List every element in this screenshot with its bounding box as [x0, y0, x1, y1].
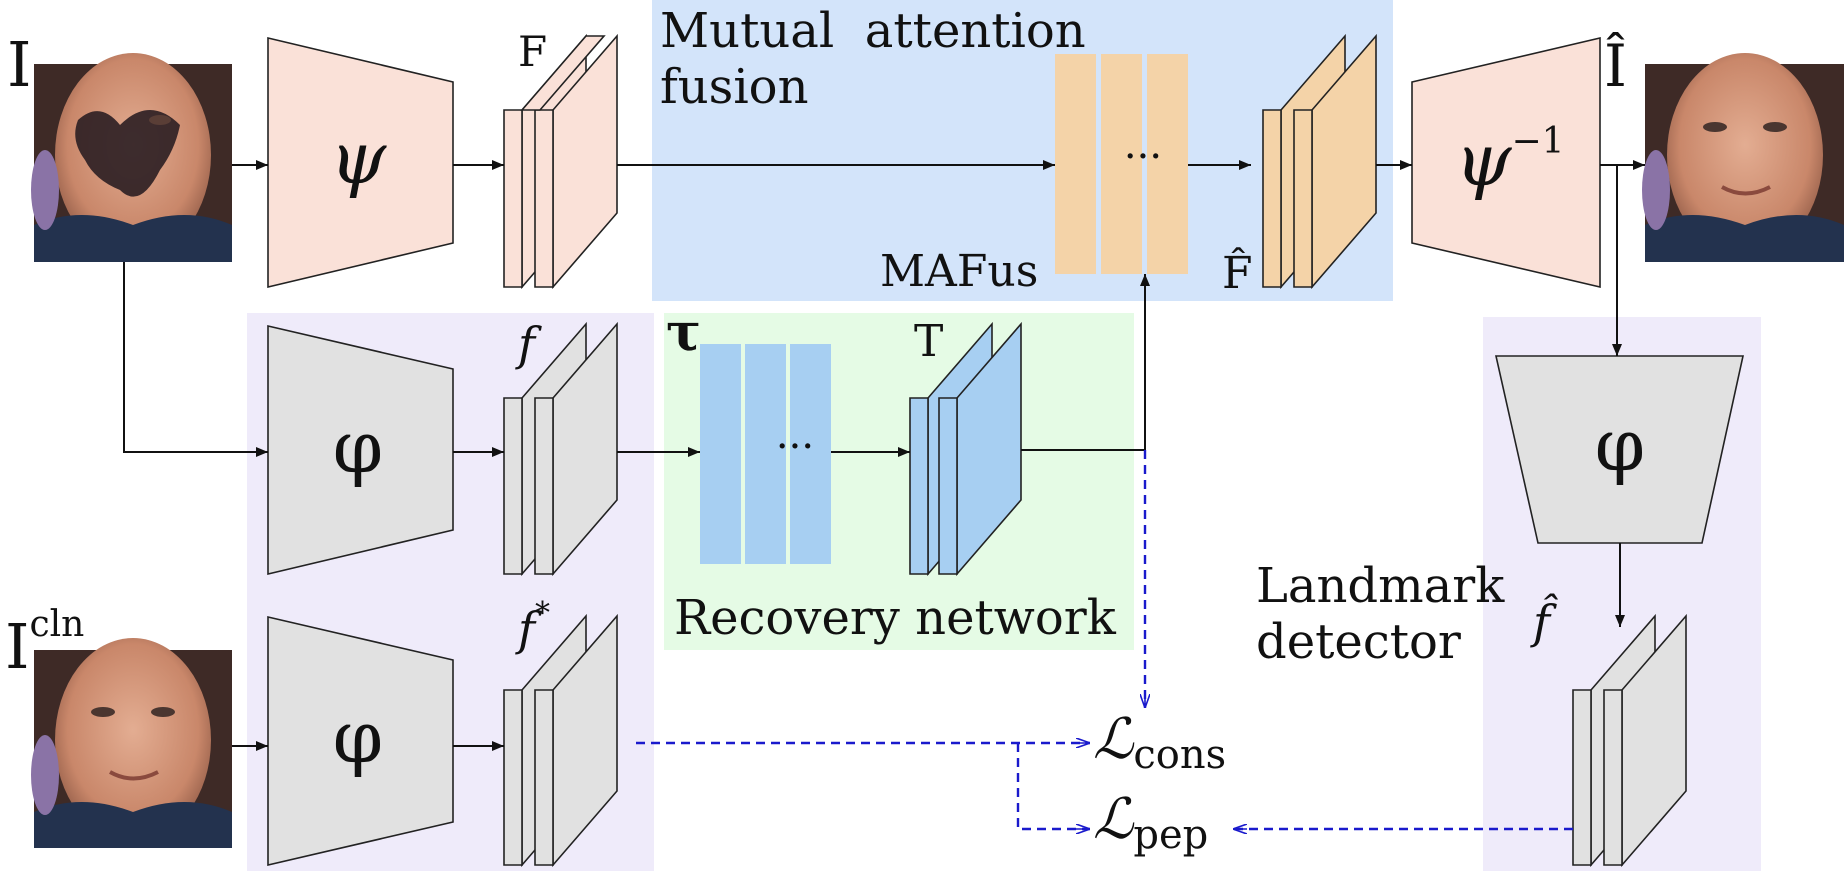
mafus-label: MAFus	[880, 246, 1038, 297]
perception-loss-subscript: pep	[1133, 812, 1208, 858]
phi-encoder-landmark-label: φ	[1595, 403, 1645, 487]
output-image-label: Î	[1604, 32, 1627, 100]
consistency-loss-label: ℒcons	[1093, 707, 1226, 778]
feature-stack-F-hat	[1262, 33, 1377, 290]
data-flow-arrows	[123, 160, 1645, 751]
phi-encoder-occluded	[267, 324, 454, 576]
psi-inverse-label: ψ−1	[1455, 118, 1565, 202]
fusion-title-line1: Mutual attention	[660, 3, 1086, 59]
clean-superscript: cln	[30, 604, 85, 645]
recovery-network-region	[664, 313, 1134, 650]
psi-encoder	[267, 36, 454, 289]
psi-encoder-label: ψ	[330, 116, 388, 200]
clean-face-image	[31, 638, 232, 848]
feature-F-label: F	[518, 27, 547, 76]
mafus-dots: ···	[1124, 134, 1162, 180]
consistency-loss-subscript: cons	[1133, 732, 1226, 778]
loss-arrows	[636, 450, 1573, 829]
phi-encoder-clean-label: φ	[333, 695, 383, 779]
perception-loss-label: ℒpep	[1093, 787, 1208, 858]
feature-stack-f	[503, 321, 618, 577]
occluded-input-face-image	[31, 53, 232, 262]
recovered-output-face-image	[1642, 53, 1844, 262]
landmark-label-line2: detector	[1256, 614, 1461, 670]
recovery-dots: ···	[776, 424, 814, 470]
psi-inverse-decoder	[1411, 36, 1601, 289]
f-star-superscript: *	[535, 596, 550, 631]
feature-stack-f-star	[503, 613, 618, 868]
feature-F-hat-label: F̂	[1222, 246, 1253, 299]
feature-stack-T	[909, 321, 1022, 577]
feature-stack-F	[503, 33, 618, 290]
tau-label: τ	[666, 302, 701, 363]
phi-encoder-clean	[267, 615, 454, 867]
fusion-title-line2: fusion	[660, 59, 808, 115]
recovery-network-label: Recovery network	[674, 590, 1117, 646]
perception-loss-symbol: ℒ	[1093, 787, 1135, 852]
feature-T-label: T	[914, 316, 943, 367]
phi-encoder-landmark	[1495, 355, 1744, 544]
input-image-label: I	[7, 28, 32, 101]
landmark-label-line1: Landmark	[1256, 558, 1505, 614]
feature-stack-f-hat	[1572, 613, 1687, 868]
phi-encoder-occluded-label: φ	[333, 405, 383, 489]
mafus-block	[1055, 54, 1188, 274]
clean-image-label: Icln	[5, 604, 84, 683]
recovery-network-block	[700, 344, 831, 564]
psi-inverse-superscript: −1	[1511, 121, 1564, 162]
